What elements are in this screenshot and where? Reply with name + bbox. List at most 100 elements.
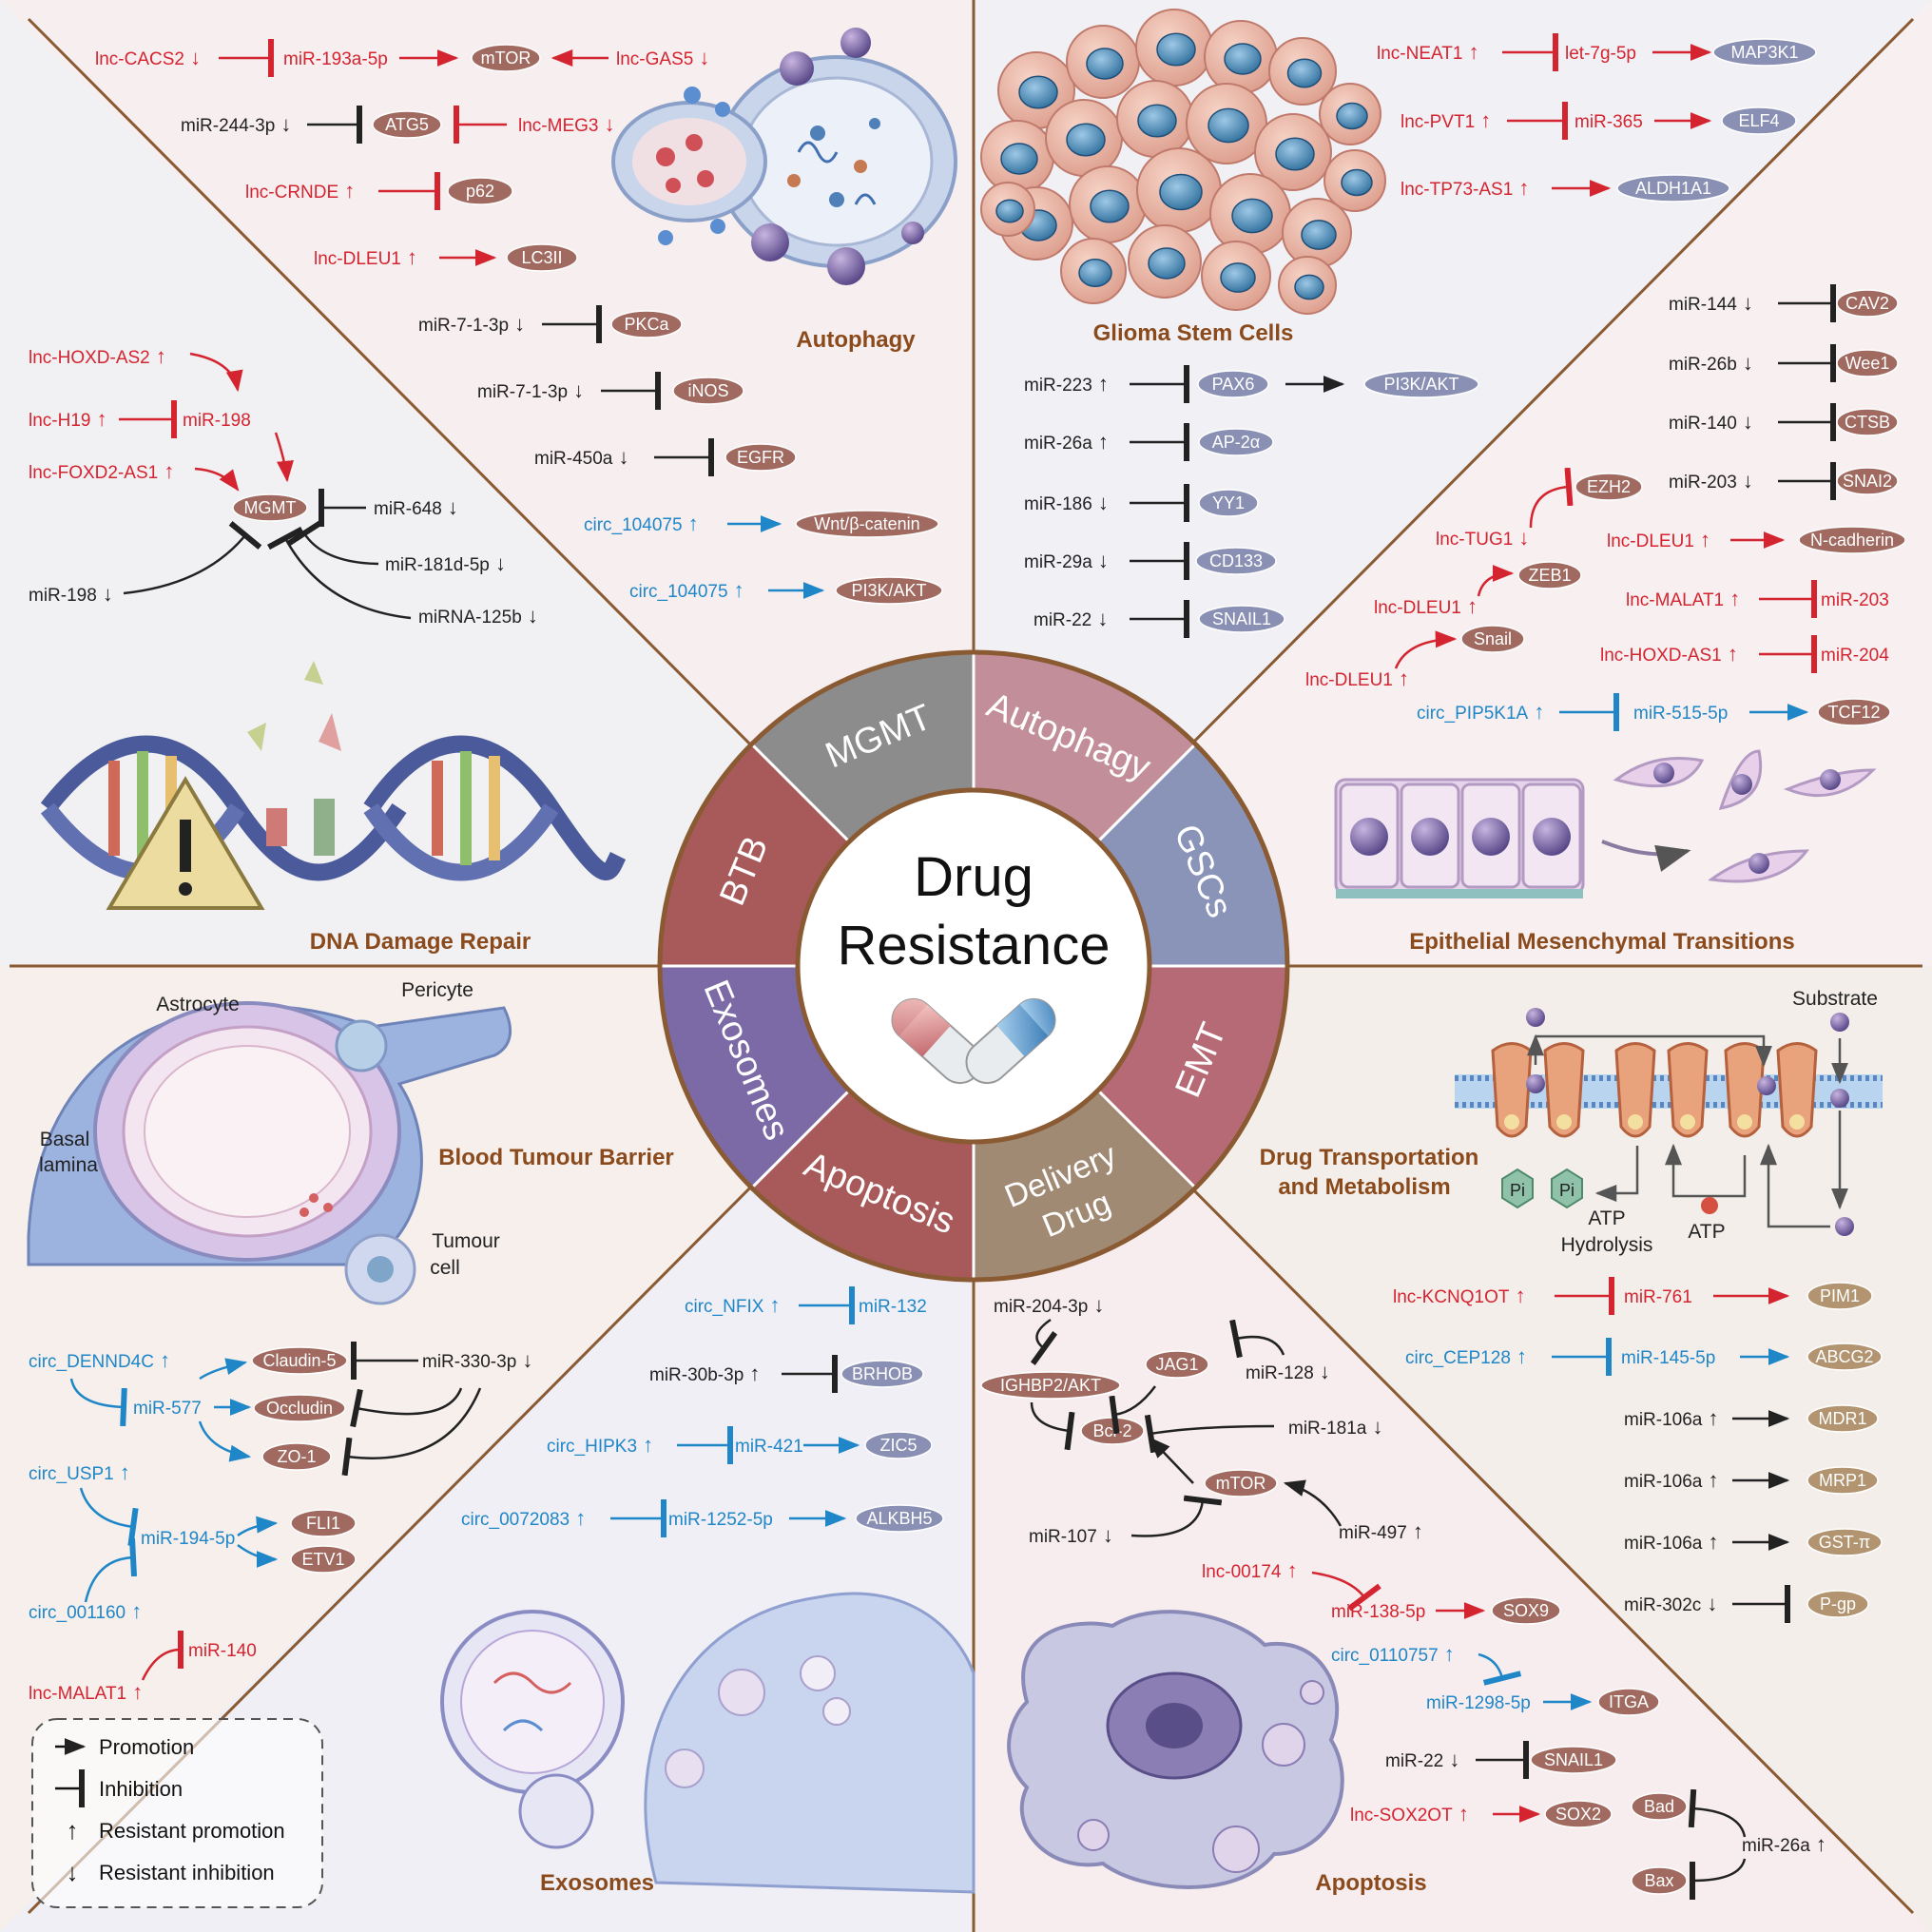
node-apoptosis-bcl2: Bcl-2 <box>1080 1417 1145 1445</box>
btb-illustration <box>27 1001 512 1305</box>
title-apoptosis: Apoptosis <box>1315 1870 1426 1896</box>
inhibition-edge <box>141 1630 184 1681</box>
node-label: P-gp <box>1820 1594 1856 1613</box>
node-label: Wee1 <box>1845 354 1890 373</box>
ring-segment-mgmt: MGMT <box>749 650 976 844</box>
label-autophagy-r4-a: lnc-DLEU1 ↑ <box>314 245 417 269</box>
promotion-edge <box>194 467 240 492</box>
label-pi-1: Pi <box>1510 1181 1525 1200</box>
node-label: MGMT <box>244 498 297 517</box>
node-gsc-t2-c: ELF4 <box>1721 106 1797 135</box>
node-apoptosis-bax: Bax <box>1631 1866 1688 1895</box>
label-emt-pip-b: miR-515-5p <box>1633 704 1728 724</box>
legend-promotion: Promotion <box>55 1735 194 1759</box>
node-gsc-r3-b: YY1 <box>1198 489 1259 517</box>
node-gsc-r1-c: PI3K/AKT <box>1363 370 1479 398</box>
legend: Promotion Inhibition ↑ Resistant promoti… <box>31 1718 323 1908</box>
inhibition-edge <box>69 1378 127 1427</box>
node-drug-r1-c: PIM1 <box>1806 1282 1873 1310</box>
node-label: mTOR <box>481 48 531 68</box>
node-btb-fli1: FLI1 <box>290 1509 357 1537</box>
node-gsc-r1-b: PAX6 <box>1197 370 1269 398</box>
label-autophagy-r1-d: lnc-GAS5 ↓ <box>616 46 709 69</box>
title-exosomes: Exosomes <box>540 1870 654 1896</box>
promotion-edge <box>198 1420 252 1462</box>
label-btb-malat1: lnc-MALAT1 ↑ <box>29 1680 143 1704</box>
label-exosomes-r3-b: miR-421 <box>735 1437 803 1457</box>
label-exosomes-r1-a: circ_NFIX ↑ <box>685 1293 781 1317</box>
node-label: GST-π <box>1819 1533 1870 1552</box>
node-label: IGHBP2/AKT <box>1000 1376 1101 1395</box>
node-apoptosis-sox9: SOX9 <box>1491 1596 1561 1625</box>
node-emt-dleu1b-b: ZEB1 <box>1517 561 1582 589</box>
label-exosomes-r4-b: miR-1252-5p <box>668 1510 773 1530</box>
node-label: SNAIL1 <box>1212 609 1271 628</box>
node-label: SOX9 <box>1503 1601 1549 1620</box>
node-label: ETV1 <box>301 1550 344 1569</box>
promotion-edge <box>199 1358 248 1381</box>
node-label: mTOR <box>1216 1474 1266 1493</box>
label-exosomes-r4-a: circ_0072083 ↑ <box>461 1506 586 1530</box>
node-label: SNAIL1 <box>1544 1750 1603 1769</box>
label-autophagy-r3-a: lnc-CRNDE ↑ <box>245 179 355 203</box>
inhibition-edge <box>1689 1858 1747 1901</box>
label-mgmt-mir198a: miR-198 <box>183 411 251 431</box>
label-apoptosis-l174: lnc-00174 ↑ <box>1202 1558 1298 1582</box>
legend-inhibition-label: Inhibition <box>99 1777 183 1801</box>
center-hub: Drug Resistance <box>795 787 1152 1145</box>
title-glioma-stem-cells: Glioma Stem Cells <box>1093 320 1294 346</box>
node-btb-cl5: Claudin-5 <box>251 1346 348 1375</box>
node-label: MDR1 <box>1818 1409 1866 1428</box>
node-autophagy-r6-b: iNOS <box>672 377 744 405</box>
node-autophagy-r7-b: EGFR <box>724 443 797 472</box>
node-gsc-t1-c: MAP3K1 <box>1712 38 1817 67</box>
label-mgmt-h19: lnc-H19 ↑ <box>29 407 107 431</box>
label-drug-r1-b: miR-761 <box>1624 1287 1692 1307</box>
label-exosomes-r1-b: miR-132 <box>859 1297 927 1317</box>
node-apoptosis-mtor: mTOR <box>1204 1469 1278 1497</box>
label-apoptosis-m138: miR-138-5p <box>1331 1602 1425 1622</box>
label-apoptosis-m22: miR-22 ↓ <box>1385 1748 1459 1771</box>
inhibition-edge <box>1144 1414 1275 1454</box>
node-apoptosis-igf: IGHBP2/AKT <box>980 1371 1121 1400</box>
promotion-edge <box>237 1516 279 1537</box>
label-apoptosis-m107: miR-107 ↓ <box>1029 1523 1113 1547</box>
label-gsc-t1-a: lnc-NEAT1 ↑ <box>1377 40 1479 64</box>
node-label: JAG1 <box>1155 1355 1198 1374</box>
label-gsc-r1-a: miR-223 ↑ <box>1024 372 1109 396</box>
title-blood-tumour-barrier: Blood Tumour Barrier <box>438 1145 674 1170</box>
label-pericyte: Pericyte <box>401 979 473 1001</box>
node-autophagy-r5-b: PKCa <box>610 310 683 338</box>
label-gsc-t3-a: lnc-TP73-AS1 ↑ <box>1401 176 1529 200</box>
node-label: Bad <box>1644 1797 1674 1816</box>
label-gsc-r2-a: miR-26a ↑ <box>1024 430 1109 454</box>
node-autophagy-r8-b: Wnt/β-catenin <box>795 510 939 538</box>
node-label: Bcl-2 <box>1092 1421 1131 1440</box>
title-autophagy: Autophagy <box>796 327 916 353</box>
node-label: PAX6 <box>1212 375 1255 394</box>
label-btb-c1160: circ_001160 ↑ <box>29 1599 142 1623</box>
label-drug-r1-a: lnc-KCNQ1OT ↑ <box>1393 1284 1526 1307</box>
legend-resistant-promotion: ↑ Resistant promotion <box>67 1816 285 1845</box>
label-drug-r2-a: circ_CEP128 ↑ <box>1405 1344 1527 1368</box>
label-apoptosis-m26a: miR-26a ↑ <box>1742 1832 1826 1856</box>
node-label: ALKBH5 <box>866 1509 932 1528</box>
node-emt-r2-b: Wee1 <box>1836 349 1899 377</box>
autophagy-illustration <box>611 28 957 285</box>
title-emt: Epithelial Mesenchymal Transitions <box>1409 929 1794 955</box>
node-label: ZIC5 <box>879 1436 917 1455</box>
label-exosomes-r2-a: miR-30b-3p ↑ <box>649 1362 760 1385</box>
label-emt-hoxd-b: miR-204 <box>1821 646 1889 666</box>
promotion-edge <box>237 1543 279 1568</box>
node-btb-zo1: ZO-1 <box>261 1442 332 1471</box>
label-emt-r1-a: miR-144 ↓ <box>1669 291 1753 315</box>
inhibition-edge <box>1229 1319 1285 1359</box>
inhibition-edge <box>1529 467 1574 529</box>
label-autophagy-r5-a: miR-7-1-3p ↓ <box>418 312 525 336</box>
label-autophagy-r1-a: lnc-CACS2 ↓ <box>95 46 201 69</box>
node-exosomes-r4-c: ALKBH5 <box>855 1504 944 1533</box>
node-label: SOX2 <box>1555 1805 1601 1824</box>
label-mgmt-m125b: miRNA-125b ↓ <box>418 604 538 628</box>
